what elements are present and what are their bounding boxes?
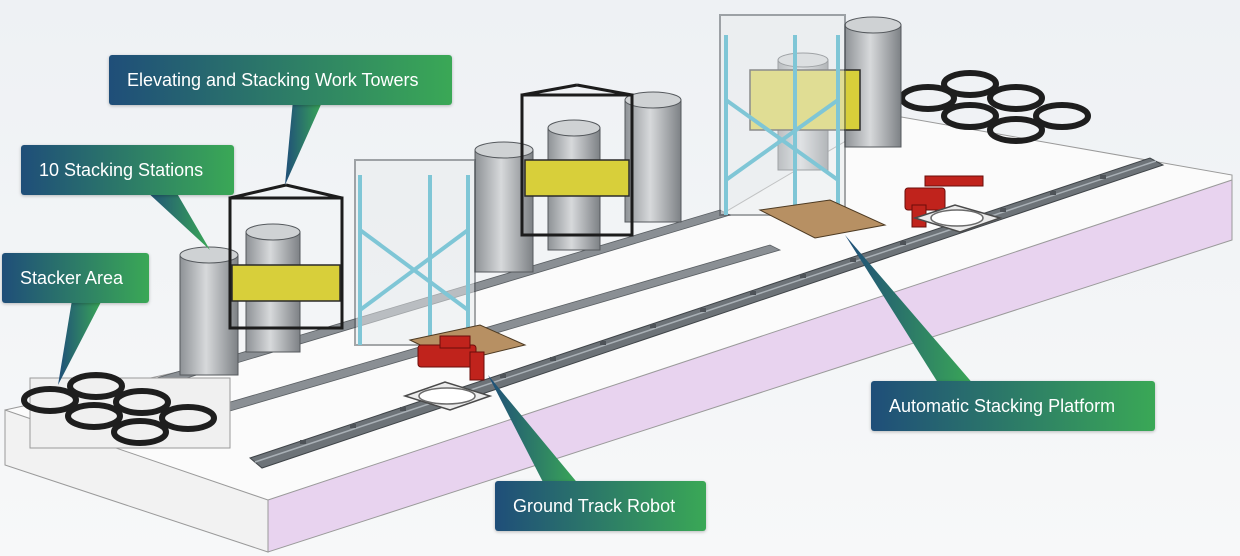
callout-stacking-platform-text: Automatic Stacking Platform xyxy=(889,396,1116,416)
callout-elevating-towers: Elevating and Stacking Work Towers xyxy=(109,55,452,105)
pointer-elevating-towers xyxy=(285,100,323,185)
stacker-area-rings-left xyxy=(21,372,231,449)
callout-ground-robot-text: Ground Track Robot xyxy=(513,496,676,516)
stacker-area-rings-right xyxy=(899,70,1091,144)
pointer-ground-robot xyxy=(488,375,580,486)
pointer-stacking-platform xyxy=(845,235,975,386)
callout-elevating-towers-text: Elevating and Stacking Work Towers xyxy=(127,70,419,90)
floor-pallets xyxy=(402,204,1003,411)
ground-track-robots xyxy=(417,175,984,381)
callout-ground-robot: Ground Track Robot xyxy=(495,481,706,531)
callout-stacking-platform: Automatic Stacking Platform xyxy=(871,381,1155,431)
callout-stacker-area: Stacker Area xyxy=(2,253,149,303)
callout-stacker-area-text: Stacker Area xyxy=(20,268,124,288)
callout-stacking-stations-text: 10 Stacking Stations xyxy=(39,160,204,180)
pointer-stacking-stations xyxy=(145,190,210,250)
pointer-stacker-area xyxy=(58,300,102,385)
stacking-gantries xyxy=(354,14,846,346)
callout-stacking-stations: 10 Stacking Stations xyxy=(21,145,234,195)
callout-pointers xyxy=(58,100,975,486)
